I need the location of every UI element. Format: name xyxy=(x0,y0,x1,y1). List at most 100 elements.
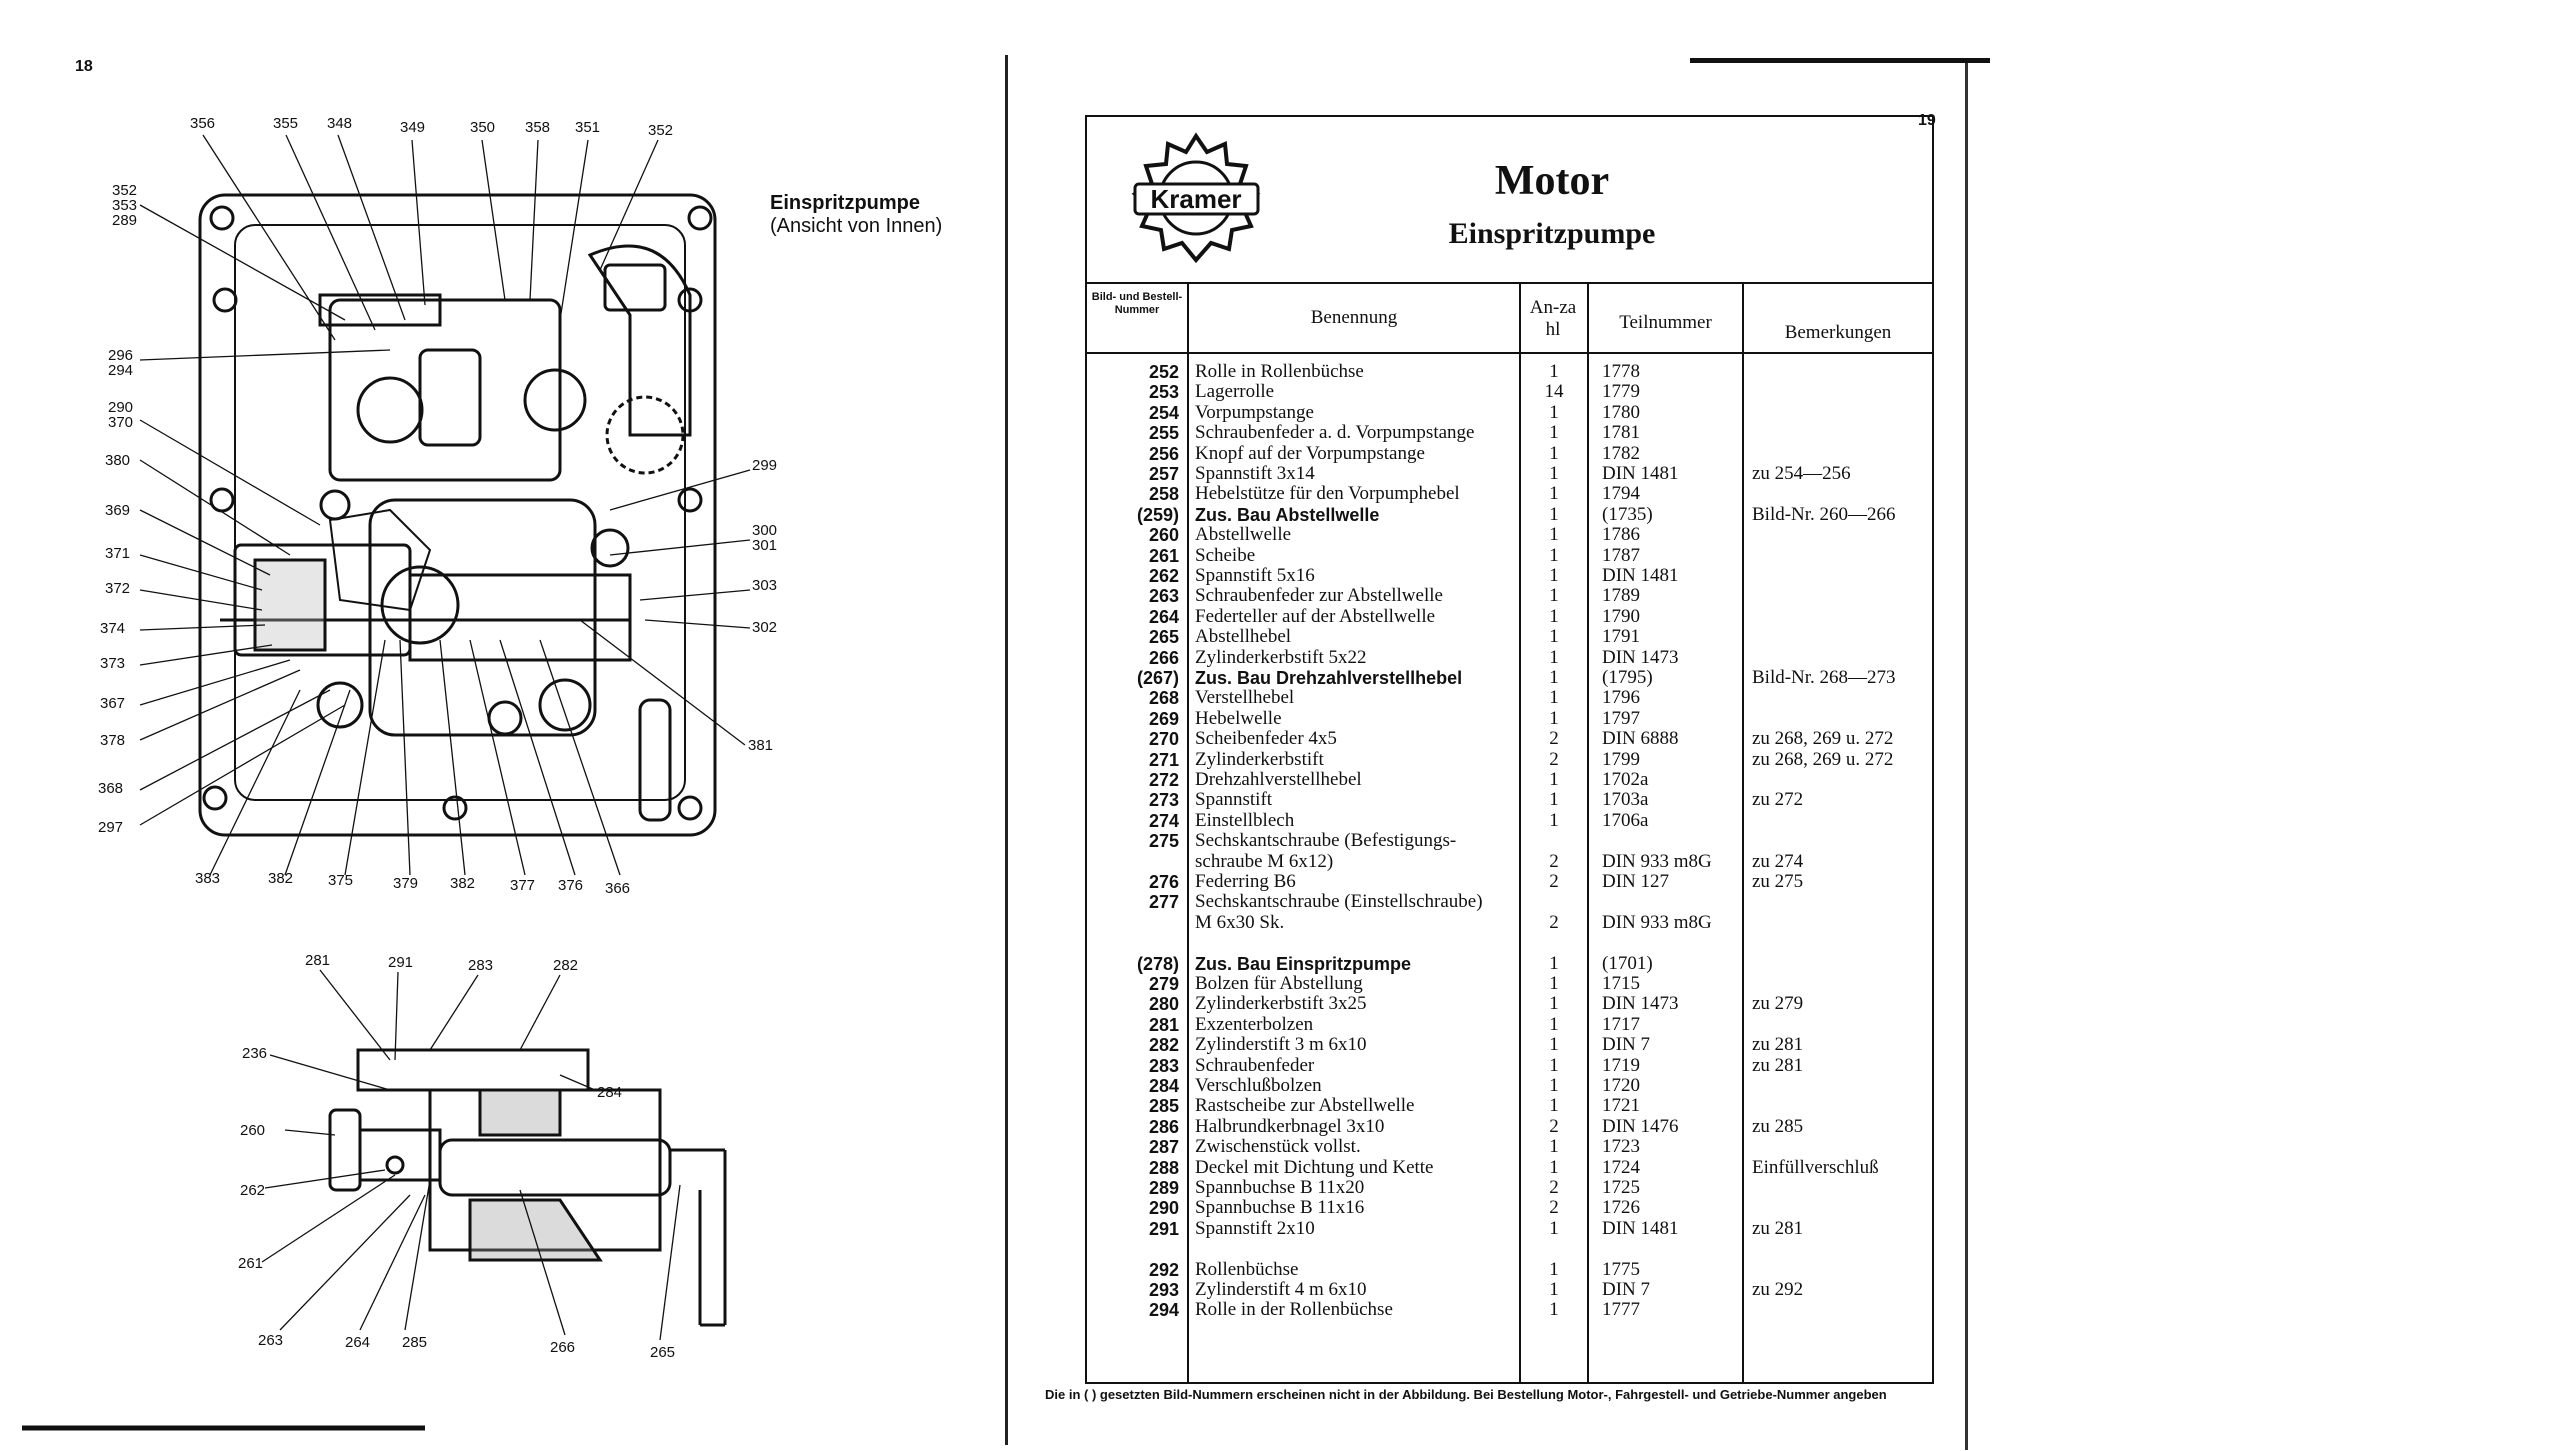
quantity-cell: 1 xyxy=(1549,361,1559,382)
description-cell: Deckel mit Dichtung und Kette xyxy=(1195,1156,1434,1178)
part-number-cell: 264 xyxy=(1148,606,1179,627)
gear-icon: Kramer xyxy=(1131,132,1261,264)
part-id-cell: DIN 1476 xyxy=(1602,1115,1679,1137)
description-cell: Spannbuchse B 11x16 xyxy=(1195,1197,1365,1219)
part-id-cell: 1715 xyxy=(1602,973,1640,994)
description-cell: Zylinderstift 3 m 6x10 xyxy=(1195,1034,1367,1056)
logo-text: Kramer xyxy=(1150,184,1241,214)
technical-drawing: 356 355 348 349 350 358 351 352 352 353 … xyxy=(22,115,777,1431)
part-number-cell: 268 xyxy=(1148,688,1179,709)
part-id-cell: DIN 1481 xyxy=(1602,463,1679,484)
callout: 358 xyxy=(525,119,550,136)
callout: 356 xyxy=(190,115,215,132)
callout: 350 xyxy=(470,119,495,136)
callouts-fig1: 356 355 348 349 350 358 351 352 352 353 … xyxy=(98,115,777,897)
kramer-logo: Kramer xyxy=(1129,132,1264,267)
description-cell: Sechskantschraube (Einstellschraube) xyxy=(1195,891,1483,913)
remarks-cell: zu 275 xyxy=(1752,871,1804,892)
page-title: Motor xyxy=(1494,158,1610,204)
part-number-cell: 288 xyxy=(1148,1157,1179,1178)
callout: 236 xyxy=(242,1045,267,1062)
callout: 352 xyxy=(112,182,137,199)
part-number-cell: 276 xyxy=(1148,872,1179,892)
quantity-cell: 1 xyxy=(1549,1136,1559,1158)
part-number-cell: 283 xyxy=(1148,1055,1179,1076)
quantity-cell: 1 xyxy=(1549,442,1559,464)
table-row: 275 Sechskantschraube (Befestigungs- xyxy=(1087,830,1932,852)
part-id-cell: 1781 xyxy=(1602,422,1640,444)
part-id-cell: 1779 xyxy=(1602,381,1640,403)
header-part: Teilnummer xyxy=(1619,312,1712,333)
header-remarks: Bemerkungen xyxy=(1784,322,1892,343)
quantity-cell: 1 xyxy=(1549,1075,1559,1096)
part-id-cell: 1797 xyxy=(1602,707,1640,729)
callout: 283 xyxy=(468,957,493,974)
remarks-cell: zu 281 xyxy=(1752,1054,1804,1076)
callout: 300 xyxy=(752,522,777,539)
part-number-cell: 271 xyxy=(1148,749,1179,770)
description-cell: Abstellhebel xyxy=(1195,626,1292,648)
part-id-cell: 1796 xyxy=(1602,687,1640,709)
description-cell: schraube M 6x12) xyxy=(1195,850,1334,872)
description-cell: Federring B6 xyxy=(1195,871,1296,892)
description-cell: Sechskantschraube (Befestigungs- xyxy=(1195,830,1457,852)
callout: 296 xyxy=(108,347,133,364)
description-cell: Spannstift 2x10 xyxy=(1195,1217,1315,1239)
part-number-cell: 281 xyxy=(1148,1014,1179,1035)
callout: 281 xyxy=(305,952,330,969)
callout: 374 xyxy=(100,620,125,637)
description-cell: Knopf auf der Vorpumpstange xyxy=(1195,442,1425,464)
remarks-cell: zu 274 xyxy=(1752,850,1804,872)
quantity-cell: 1 xyxy=(1549,565,1559,586)
callout: 371 xyxy=(105,545,130,562)
part-number-cell: 291 xyxy=(1148,1218,1179,1239)
part-id-cell: 1780 xyxy=(1602,401,1640,423)
part-number-cell: 256 xyxy=(1148,443,1179,464)
description-cell: Verschlußbolzen xyxy=(1195,1075,1322,1096)
callout: 285 xyxy=(402,1334,427,1351)
quantity-cell: 1 xyxy=(1549,707,1559,729)
quantity-cell: 2 xyxy=(1549,748,1559,770)
quantity-cell: 1 xyxy=(1549,1034,1559,1056)
column-rule xyxy=(1519,282,1521,1382)
callout: 366 xyxy=(605,880,630,897)
callout: 375 xyxy=(328,872,353,889)
callout: 265 xyxy=(650,1344,675,1361)
part-id-cell: DIN 1473 xyxy=(1602,646,1679,668)
part-number-cell: 257 xyxy=(1148,464,1179,484)
description-cell: Scheibe xyxy=(1195,544,1256,566)
description-cell: Rastscheibe zur Abstellwelle xyxy=(1195,1095,1415,1117)
quantity-cell: 1 xyxy=(1549,605,1559,627)
part-number-cell: 275 xyxy=(1148,831,1179,852)
description-cell: Zylinderkerbstift xyxy=(1195,748,1324,770)
description-cell: Halbrundkerbnagel 3x10 xyxy=(1195,1115,1385,1137)
quantity-cell: 1 xyxy=(1549,973,1559,994)
callout: 299 xyxy=(752,457,777,474)
part-id-cell: 1790 xyxy=(1602,605,1640,627)
pump-housing-drawing xyxy=(198,193,717,837)
table-row xyxy=(1087,933,1932,953)
quantity-cell: 14 xyxy=(1544,381,1564,403)
callout: 380 xyxy=(105,452,130,469)
callout: 379 xyxy=(393,875,418,892)
part-number-cell: 277 xyxy=(1148,892,1179,913)
part-number-cell: 260 xyxy=(1148,525,1179,546)
part-number-cell: 282 xyxy=(1148,1035,1179,1056)
part-number-cell: 287 xyxy=(1148,1137,1179,1158)
